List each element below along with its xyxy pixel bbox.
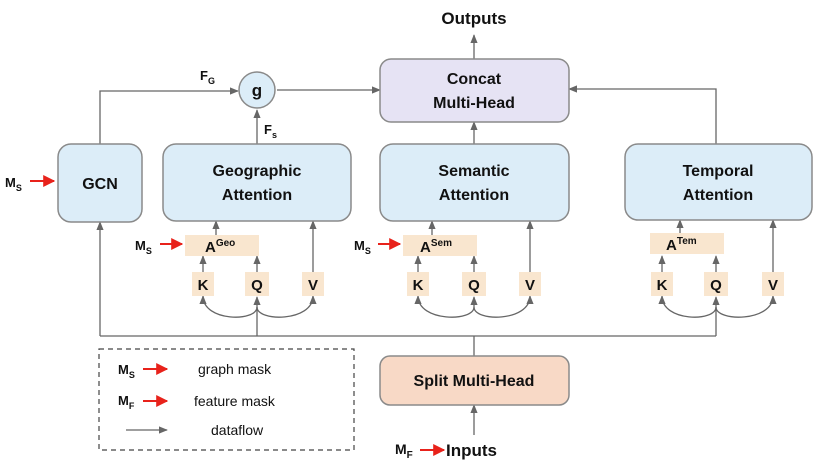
legend-dataflow: dataflow [211,422,264,438]
tem-k-box: K [651,272,673,296]
gate-label: g [252,81,262,100]
svg-text:K: K [657,277,668,294]
geo-k-box: K [192,272,214,296]
legend: MS graph mask MF feature mask dataflow [98,348,355,451]
a-geo-label: AGeo [205,238,235,256]
sem-k-box: K [407,272,429,296]
mf-label-inputs: MF [395,441,413,461]
svg-text:V: V [525,277,535,294]
fg-label: FG [200,68,215,86]
svg-text:Q: Q [468,277,480,294]
a-sem-box: ASem [403,235,477,256]
ms-label-geo: MS [135,238,152,256]
svg-text:Q: Q [710,277,722,294]
svg-text:K: K [198,277,209,294]
fs-label: Fs [264,122,277,140]
temporal-attention-box: Temporal Attention [624,143,813,221]
svg-text:K: K [413,277,424,294]
tem-q-box: Q [704,272,728,296]
tem-line2: Attention [683,187,753,204]
a-geo-box: AGeo [185,235,259,256]
svg-text:V: V [768,277,778,294]
legend-mf-label: MF [118,393,135,411]
gcn-box: GCN [57,143,143,223]
a-sem-label: ASem [420,238,452,256]
sem-v-box: V [519,272,541,296]
svg-text:V: V [308,277,318,294]
tem-v-box: V [762,272,784,296]
ms-label-sem: MS [354,238,371,256]
geo-q-box: Q [245,272,269,296]
tem-line1: Temporal [683,163,754,180]
legend-feature-mask: feature mask [194,393,276,409]
outputs-label: Outputs [441,9,506,28]
ms-label-gcn: MS [5,175,22,193]
legend-ms-label: MS [118,362,135,380]
a-tem-label: ATem [666,236,697,254]
split-label: Split Multi-Head [414,373,535,390]
legend-graph-mask: graph mask [198,361,272,377]
sem-line2: Attention [439,187,509,204]
concat-multihead-box: Concat Multi-Head [379,58,570,123]
semantic-attention-box: Semantic Attention [379,143,570,222]
gate-node: g [238,71,276,109]
geo-line2: Attention [222,187,292,204]
split-multihead-box: Split Multi-Head [379,355,570,406]
concat-line2: Multi-Head [433,95,515,112]
inputs-label: Inputs [446,441,497,460]
svg-text:Q: Q [251,277,263,294]
concat-line1: Concat [447,71,502,88]
a-tem-box: ATem [650,233,724,254]
gcn-label: GCN [82,176,118,193]
sem-q-box: Q [462,272,486,296]
geographic-attention-box: Geographic Attention [162,143,352,222]
geo-v-box: V [302,272,324,296]
geo-line1: Geographic [213,163,302,180]
inputs-group: MF Inputs [395,441,497,461]
dataflow-connectors [96,34,777,435]
sem-line1: Semantic [438,163,509,180]
